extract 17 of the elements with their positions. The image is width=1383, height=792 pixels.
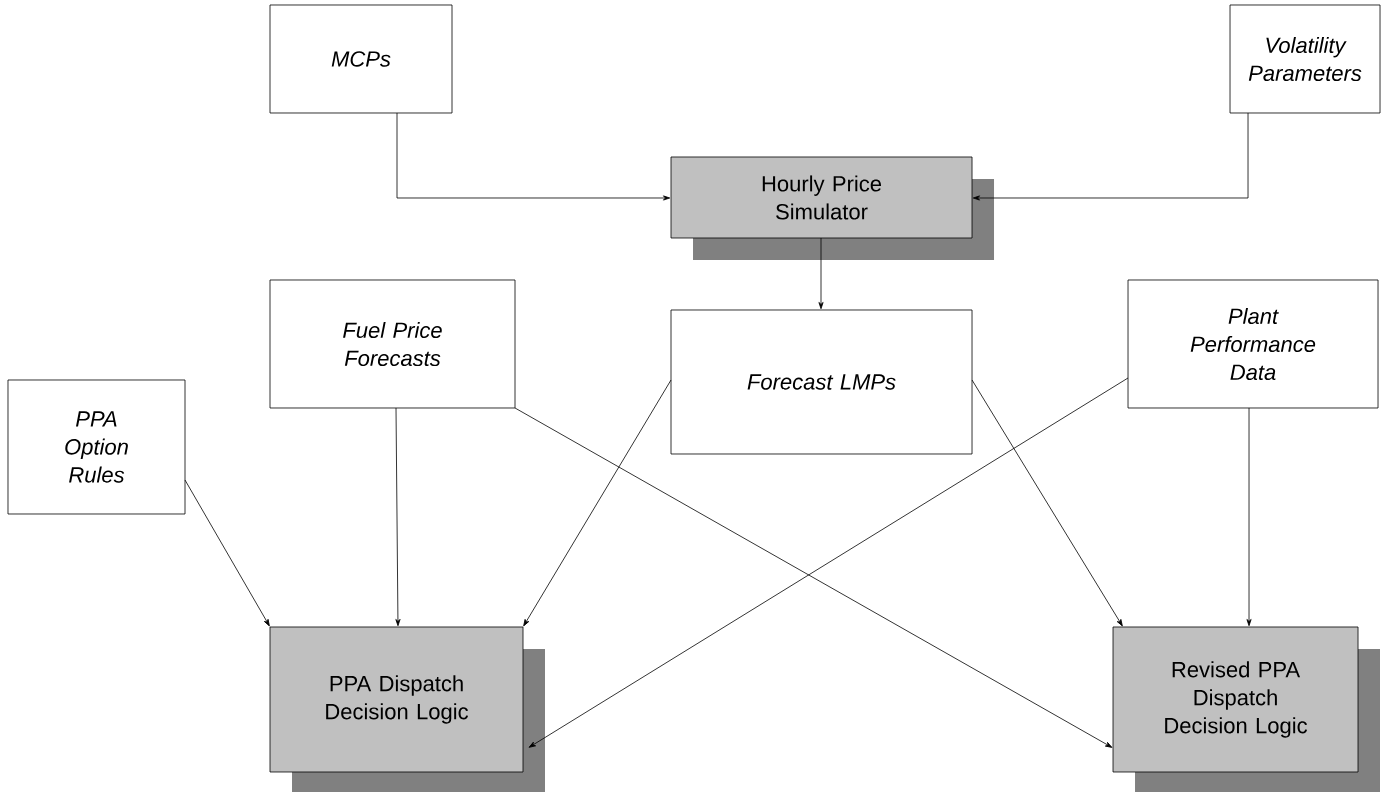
input-box: Fuel Price Forecasts [269,279,516,409]
arrow [523,379,672,627]
process-box: PPA Dispatch Decision Logic [269,626,545,792]
input-box: MCPs [269,4,453,114]
input-box: PPA Option Rules [7,379,186,515]
input-box: Plant Performance Data [1127,279,1379,409]
arrow [1246,407,1252,627]
arrow [818,237,824,310]
input-box: Forecast LMPs [670,309,973,455]
process-box: Hourly Price Simulator [670,156,994,260]
arrow [971,379,1123,627]
arrow [184,479,270,627]
input-box: Volatility Parameters [1229,4,1381,114]
arrow [395,407,401,627]
arrow [396,112,671,201]
arrow [972,112,1249,201]
process-box: Revised PPA Dispatch Decision Logic [1112,626,1380,792]
